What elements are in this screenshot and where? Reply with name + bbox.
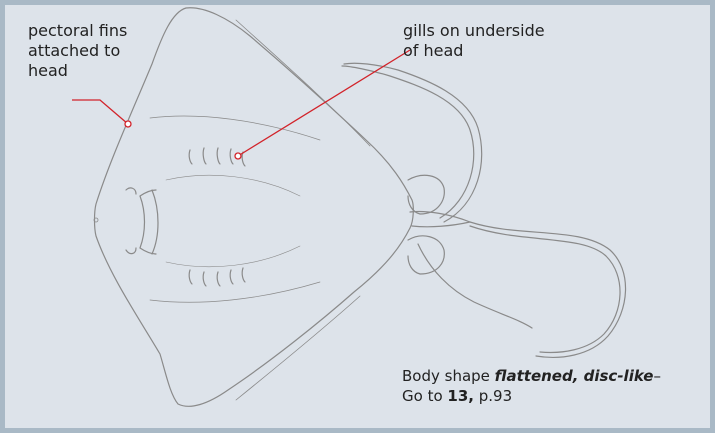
tail bbox=[342, 66, 474, 218]
caption-step-number[interactable]: 13, bbox=[447, 387, 474, 405]
caption-page: p.93 bbox=[474, 387, 512, 405]
label-fins-line-2: attached to bbox=[28, 41, 168, 61]
gill-slit bbox=[189, 150, 192, 164]
nostril-upper bbox=[126, 188, 136, 194]
caption-line-1: Body shape flattened, disc-like– bbox=[402, 366, 661, 386]
label-fins-line-1: pectoral fins bbox=[28, 21, 168, 41]
label-fins-line-3: head bbox=[28, 61, 168, 81]
nostril-lower bbox=[126, 248, 136, 254]
gills-leader-dot bbox=[235, 153, 241, 159]
fins-leader-dot bbox=[125, 121, 131, 127]
label-pectoral-fins: pectoral fins attached to head bbox=[28, 21, 168, 81]
caption-goto: Go to bbox=[402, 387, 447, 405]
caption-prefix: Body shape bbox=[402, 367, 495, 385]
pelvic-fin-lower bbox=[408, 236, 444, 274]
caption-dash: – bbox=[653, 367, 661, 385]
fins-leader bbox=[72, 100, 128, 124]
key-caption: Body shape flattened, disc-like– Go to 1… bbox=[402, 366, 661, 406]
caption-key-term: flattened, disc-like bbox=[495, 367, 654, 385]
mouth bbox=[140, 196, 145, 248]
gills-leader bbox=[238, 50, 410, 156]
label-gills: gills on underside of head bbox=[403, 21, 603, 61]
caption-line-2: Go to 13, p.93 bbox=[402, 386, 661, 406]
label-gills-line-1: gills on underside bbox=[403, 21, 603, 41]
label-gills-line-2: of head bbox=[403, 41, 603, 61]
